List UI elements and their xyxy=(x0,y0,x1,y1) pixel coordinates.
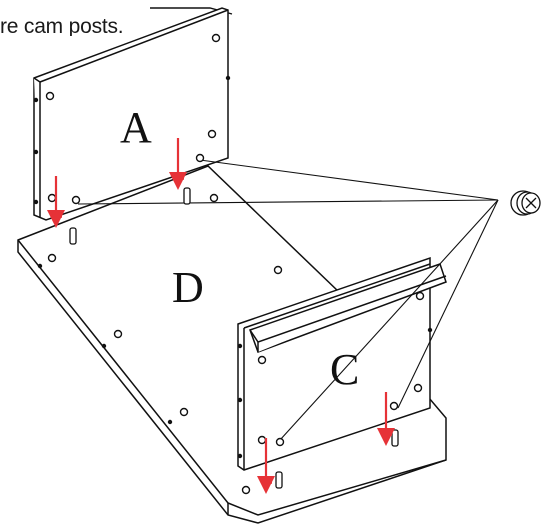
drill-holes xyxy=(45,33,425,495)
panel-d-label: D xyxy=(172,263,204,312)
cam-lock-fitting-icon xyxy=(510,190,541,216)
down-arrow-icon xyxy=(54,138,392,484)
instruction-line-2: re cam posts. xyxy=(0,15,124,36)
panel-a-label: A xyxy=(120,103,152,152)
instruction-text: re cam posts. xyxy=(0,6,553,36)
panel-a xyxy=(33,7,229,221)
panel-c-label: C xyxy=(330,345,359,394)
cam-guide-lines xyxy=(77,159,499,441)
arrow-heads xyxy=(47,172,395,494)
cam-posts xyxy=(69,187,399,489)
edge-dots xyxy=(33,75,433,459)
panel-c xyxy=(237,256,447,471)
